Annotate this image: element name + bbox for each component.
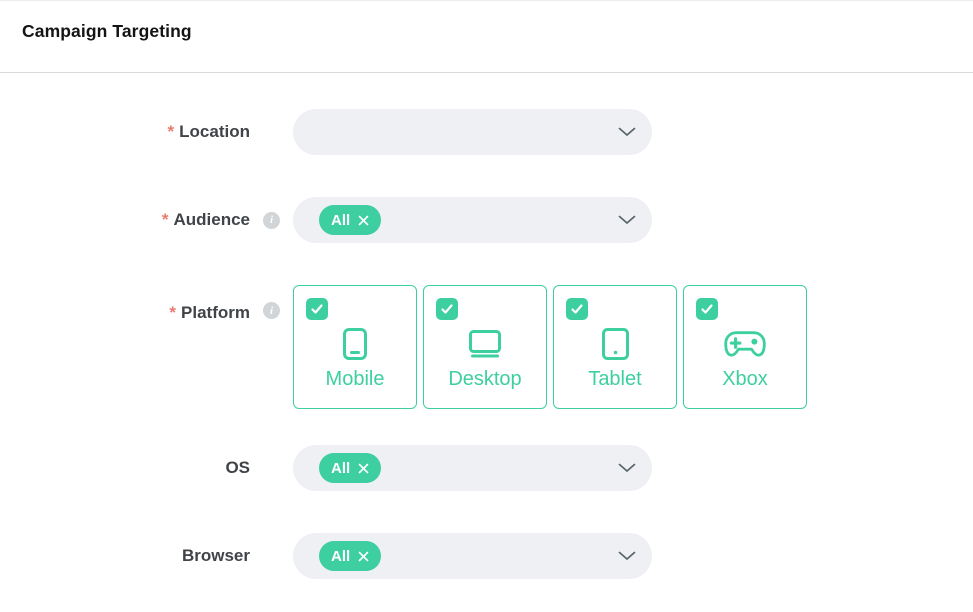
os-select[interactable]: All bbox=[293, 445, 652, 491]
gamepad-icon bbox=[722, 322, 768, 366]
platform-card-mobile[interactable]: Mobile bbox=[293, 285, 417, 409]
required-asterisk: * bbox=[169, 303, 177, 322]
os-row: OS All bbox=[0, 445, 973, 491]
required-asterisk: * bbox=[161, 210, 169, 229]
desktop-icon bbox=[469, 322, 501, 366]
location-row: *Location bbox=[0, 109, 973, 155]
platform-cards: Mobile Desktop bbox=[293, 285, 807, 409]
audience-row: *Audience i All bbox=[0, 197, 973, 243]
platform-row: *Platform i Mobile bbox=[0, 285, 973, 409]
chevron-down-icon bbox=[618, 127, 636, 137]
audience-tag-all: All bbox=[319, 205, 382, 235]
info-icon[interactable]: i bbox=[263, 302, 280, 319]
platform-card-label: Xbox bbox=[722, 368, 768, 390]
location-select[interactable] bbox=[293, 109, 652, 155]
info-icon[interactable]: i bbox=[263, 211, 280, 229]
browser-label: Browser bbox=[181, 546, 250, 565]
location-label: *Location bbox=[167, 122, 250, 141]
platform-card-label: Tablet bbox=[588, 368, 642, 390]
os-tag-all: All bbox=[319, 453, 382, 483]
platform-card-desktop[interactable]: Desktop bbox=[423, 285, 547, 409]
platform-card-xbox[interactable]: Xbox bbox=[683, 285, 807, 409]
tag-label: All bbox=[331, 459, 351, 477]
tablet-icon bbox=[601, 322, 629, 366]
checkbox-checked-icon[interactable] bbox=[306, 298, 328, 320]
required-asterisk: * bbox=[167, 122, 175, 141]
section-header: Campaign Targeting bbox=[0, 1, 973, 73]
browser-tag-all: All bbox=[319, 541, 382, 571]
tag-label: All bbox=[331, 547, 351, 565]
tag-label: All bbox=[331, 211, 351, 229]
checkbox-checked-icon[interactable] bbox=[566, 298, 588, 320]
mobile-icon bbox=[343, 322, 367, 366]
chevron-down-icon bbox=[618, 551, 636, 561]
remove-tag-icon[interactable] bbox=[357, 214, 370, 227]
checkbox-checked-icon[interactable] bbox=[696, 298, 718, 320]
page-title: Campaign Targeting bbox=[22, 21, 192, 41]
remove-tag-icon[interactable] bbox=[357, 550, 370, 563]
chevron-down-icon bbox=[618, 463, 636, 473]
platform-card-tablet[interactable]: Tablet bbox=[553, 285, 677, 409]
browser-select[interactable]: All bbox=[293, 533, 652, 579]
platform-label: *Platform bbox=[169, 303, 250, 322]
audience-label: *Audience bbox=[161, 210, 250, 229]
remove-tag-icon[interactable] bbox=[357, 462, 370, 475]
checkbox-checked-icon[interactable] bbox=[436, 298, 458, 320]
os-label: OS bbox=[225, 458, 250, 477]
audience-select[interactable]: All bbox=[293, 197, 652, 243]
platform-card-label: Mobile bbox=[325, 368, 385, 390]
chevron-down-icon bbox=[618, 215, 636, 225]
platform-card-label: Desktop bbox=[448, 368, 522, 390]
browser-row: Browser All bbox=[0, 533, 973, 579]
campaign-targeting-form: *Location *Audience i All bbox=[0, 73, 973, 579]
